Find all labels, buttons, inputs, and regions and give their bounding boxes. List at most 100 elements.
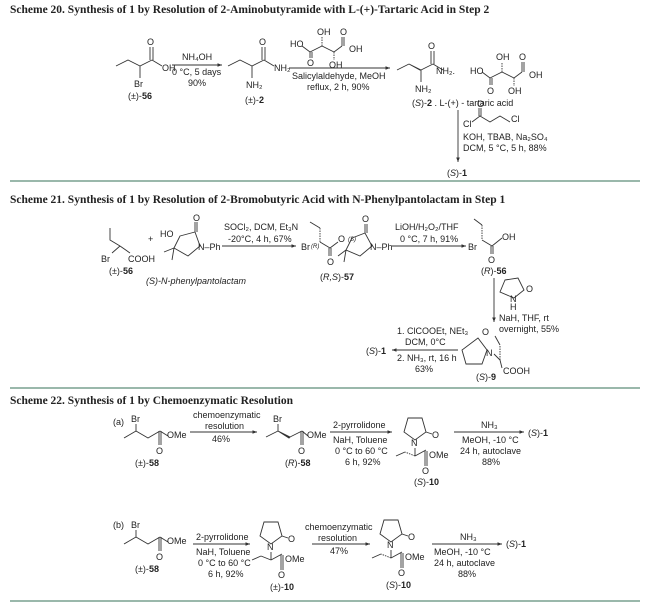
compound-label: (±)-2 (245, 95, 264, 105)
atom-label: O (428, 41, 435, 51)
atom-label: O (259, 37, 266, 47)
compound-label: (S)-N-phenylpantolactam (146, 276, 247, 286)
product-label: (S)-1 (447, 168, 467, 178)
atom-label: OH (502, 232, 516, 242)
compound-label: (R)-56 (481, 266, 507, 276)
condition-text: 0 °C, 7 h, 91% (400, 234, 458, 244)
compound-2-racemic: O NH₂ NH₂ (±)-2 (227, 37, 291, 105)
compound-57: Br O O (R) (S) O N–Ph (R,S)-57 (301, 214, 393, 282)
atom-label: N (510, 294, 517, 304)
scheme-20: O OH Br (±)-56 NH₄OH 0 °C, 5 days 90% O … (115, 27, 548, 178)
2-pyrrolidone-reagent: O N H (499, 277, 533, 312)
scheme-22-route-a: (a) Br OMe O (±)-58 chemoenzymatic resol… (113, 410, 548, 487)
atom-label: O (338, 234, 345, 244)
route-tag: (b) (113, 520, 124, 530)
atom-label: HO (470, 66, 484, 76)
atom-label: O (298, 446, 305, 456)
atom-label: OMe (307, 430, 327, 440)
atom-label: O (156, 552, 163, 562)
reagent-text: 2-pyrrolidone (333, 420, 386, 430)
atom-label: NH₂ (246, 80, 263, 90)
product-label: (S)-1 (506, 539, 526, 549)
condition-text: MeOH, -10 °C (462, 435, 519, 445)
condition-text: -20°C, 4 h, 67% (228, 234, 292, 244)
reagent-text: resolution (205, 421, 244, 431)
separator (10, 387, 640, 389)
scheme-21: Br COOH (±)-56 + HO O N–Ph (S)-N-phenylp… (101, 213, 559, 382)
condition-text: DCM, 0°C (405, 337, 446, 347)
atom-label: Cl (511, 114, 520, 124)
atom-label: OH (329, 60, 343, 70)
reagent-text: 2-pyrrolidone (196, 532, 249, 542)
atom-label: N–Ph (198, 242, 221, 252)
compound-58-racemic: Br OMe O (±)-58 (123, 520, 187, 574)
compound-s10: O N OMe O (S)-10 (371, 519, 425, 590)
atom-label: Cl (463, 119, 472, 129)
atom-label: O (487, 86, 494, 96)
scheme-22-title: Scheme 22. Synthesis of 1 by Chemoenzyma… (10, 395, 294, 407)
atom-label: O (526, 284, 533, 294)
atom-label: N (387, 540, 394, 550)
compound-label: (S)-10 (386, 580, 411, 590)
atom-label: N (486, 348, 493, 358)
atom-label: OH (496, 52, 510, 62)
atom-label: O (482, 327, 489, 337)
atom-label: NH₂. (436, 66, 455, 76)
compound-56-racemic: O OH Br (±)-56 (115, 37, 176, 101)
atom-label: O (156, 446, 163, 456)
compound-s10: O N OMe O (S)-10 (395, 417, 449, 487)
atom-label: O (477, 99, 484, 109)
separator (10, 180, 640, 182)
atom-label: Br (273, 414, 282, 424)
atom-label: N (411, 438, 418, 448)
compound-56-racemic: Br COOH (±)-56 (101, 228, 155, 276)
atom-label: Br (131, 414, 140, 424)
atom-label: OMe (167, 430, 187, 440)
reagent-text: chemoenzymatic (193, 410, 261, 420)
compound-10-racemic: O N OMe O (±)-10 (251, 521, 305, 592)
atom-label: O (408, 532, 415, 542)
condition-text: 0 °C to 60 °C (335, 446, 388, 456)
yield-text: 90% (188, 78, 206, 88)
atom-label: HO (160, 229, 174, 239)
atom-label: Br (131, 520, 140, 530)
atom-label: COOH (128, 254, 155, 264)
scheme-22-route-b: (b) Br OMe O (±)-58 2-pyrrolidone NaH, T… (113, 519, 526, 592)
atom-label: Br (134, 79, 143, 89)
atom-label: O (193, 213, 200, 223)
yield-text: 46% (212, 434, 230, 444)
atom-label: OH (349, 44, 363, 54)
atom-label: Br (468, 242, 477, 252)
compound-s2-tartrate-salt: O NH₂. NH₂ HO OH O OH O OH (S)-2 . L-(+)… (396, 41, 543, 108)
reagent-text: chemoenzymatic (305, 522, 373, 532)
compound-r56: Br OH O (R)-56 (468, 218, 516, 276)
reagent-text: NH₃ (460, 532, 477, 542)
atom-label: OMe (285, 554, 305, 564)
condition-text: 0 °C, 5 days (172, 67, 222, 77)
atom-label: O (519, 52, 526, 62)
yield-text: 88% (482, 457, 500, 467)
condition-text: overnight, 55% (499, 324, 559, 334)
phenylpantolactam: HO O N–Ph (S)-N-phenylpantolactam (146, 213, 247, 286)
atom-label: N–Ph (370, 242, 393, 252)
atom-label: O (488, 255, 495, 265)
atom-label: OMe (429, 450, 449, 460)
separator (10, 600, 640, 602)
atom-label: O (288, 534, 295, 544)
reagent-text: LiOH/H₂O₂/THF (395, 222, 459, 232)
compound-58-racemic: Br OMe O (±)-58 (123, 414, 187, 468)
stereo-label: (R) (311, 244, 319, 250)
yield-text: 6 h, 92% (208, 569, 244, 579)
compound-r58: Br OMe O (R)-58 (265, 414, 327, 468)
atom-label: O (362, 214, 369, 224)
condition-text: KOH, TBAB, Na₂SO₄ (463, 132, 548, 142)
atom-label: H (510, 302, 517, 312)
condition-text: NaH, Toluene (333, 435, 387, 445)
atom-label: HO (290, 39, 304, 49)
atom-label: O (422, 466, 429, 476)
reagent-text: resolution (318, 533, 357, 543)
atom-label: OH (317, 27, 331, 37)
tartaric-acid-reagent: HO OH O O OH OH (290, 27, 363, 70)
compound-s9: O N COOH (S)-9 (461, 327, 530, 382)
